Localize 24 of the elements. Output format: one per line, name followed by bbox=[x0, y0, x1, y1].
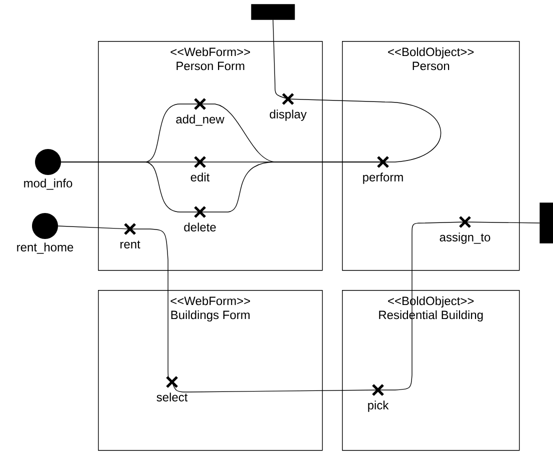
path-line bbox=[378, 222, 466, 390]
start-point: mod_info bbox=[24, 149, 72, 190]
end-bar bbox=[540, 202, 553, 244]
path-line bbox=[288, 98, 441, 162]
node-label: mod_info bbox=[24, 178, 72, 190]
path-line bbox=[464, 222, 540, 224]
start-point: rent_home bbox=[17, 213, 74, 254]
responsibility-point: display bbox=[270, 92, 307, 121]
node-label: rent_home bbox=[17, 242, 74, 254]
path-line bbox=[58, 226, 130, 230]
end-bar bbox=[251, 4, 295, 20]
responsibility-point: rent bbox=[120, 222, 140, 248]
responsibility-point: edit bbox=[190, 156, 210, 182]
path-line bbox=[130, 228, 172, 382]
responsibility-point: select bbox=[156, 376, 188, 402]
responsibility-point: assign_to bbox=[440, 216, 490, 244]
path-line bbox=[200, 162, 384, 212]
responsibility-point: perform bbox=[363, 156, 403, 184]
path-line bbox=[60, 162, 200, 212]
responsibility-point: delete bbox=[184, 206, 216, 232]
responsibility-point: add_new bbox=[176, 98, 224, 126]
path-line bbox=[272, 20, 288, 100]
responsibility-point: pick bbox=[368, 384, 389, 412]
path-line bbox=[172, 382, 378, 392]
